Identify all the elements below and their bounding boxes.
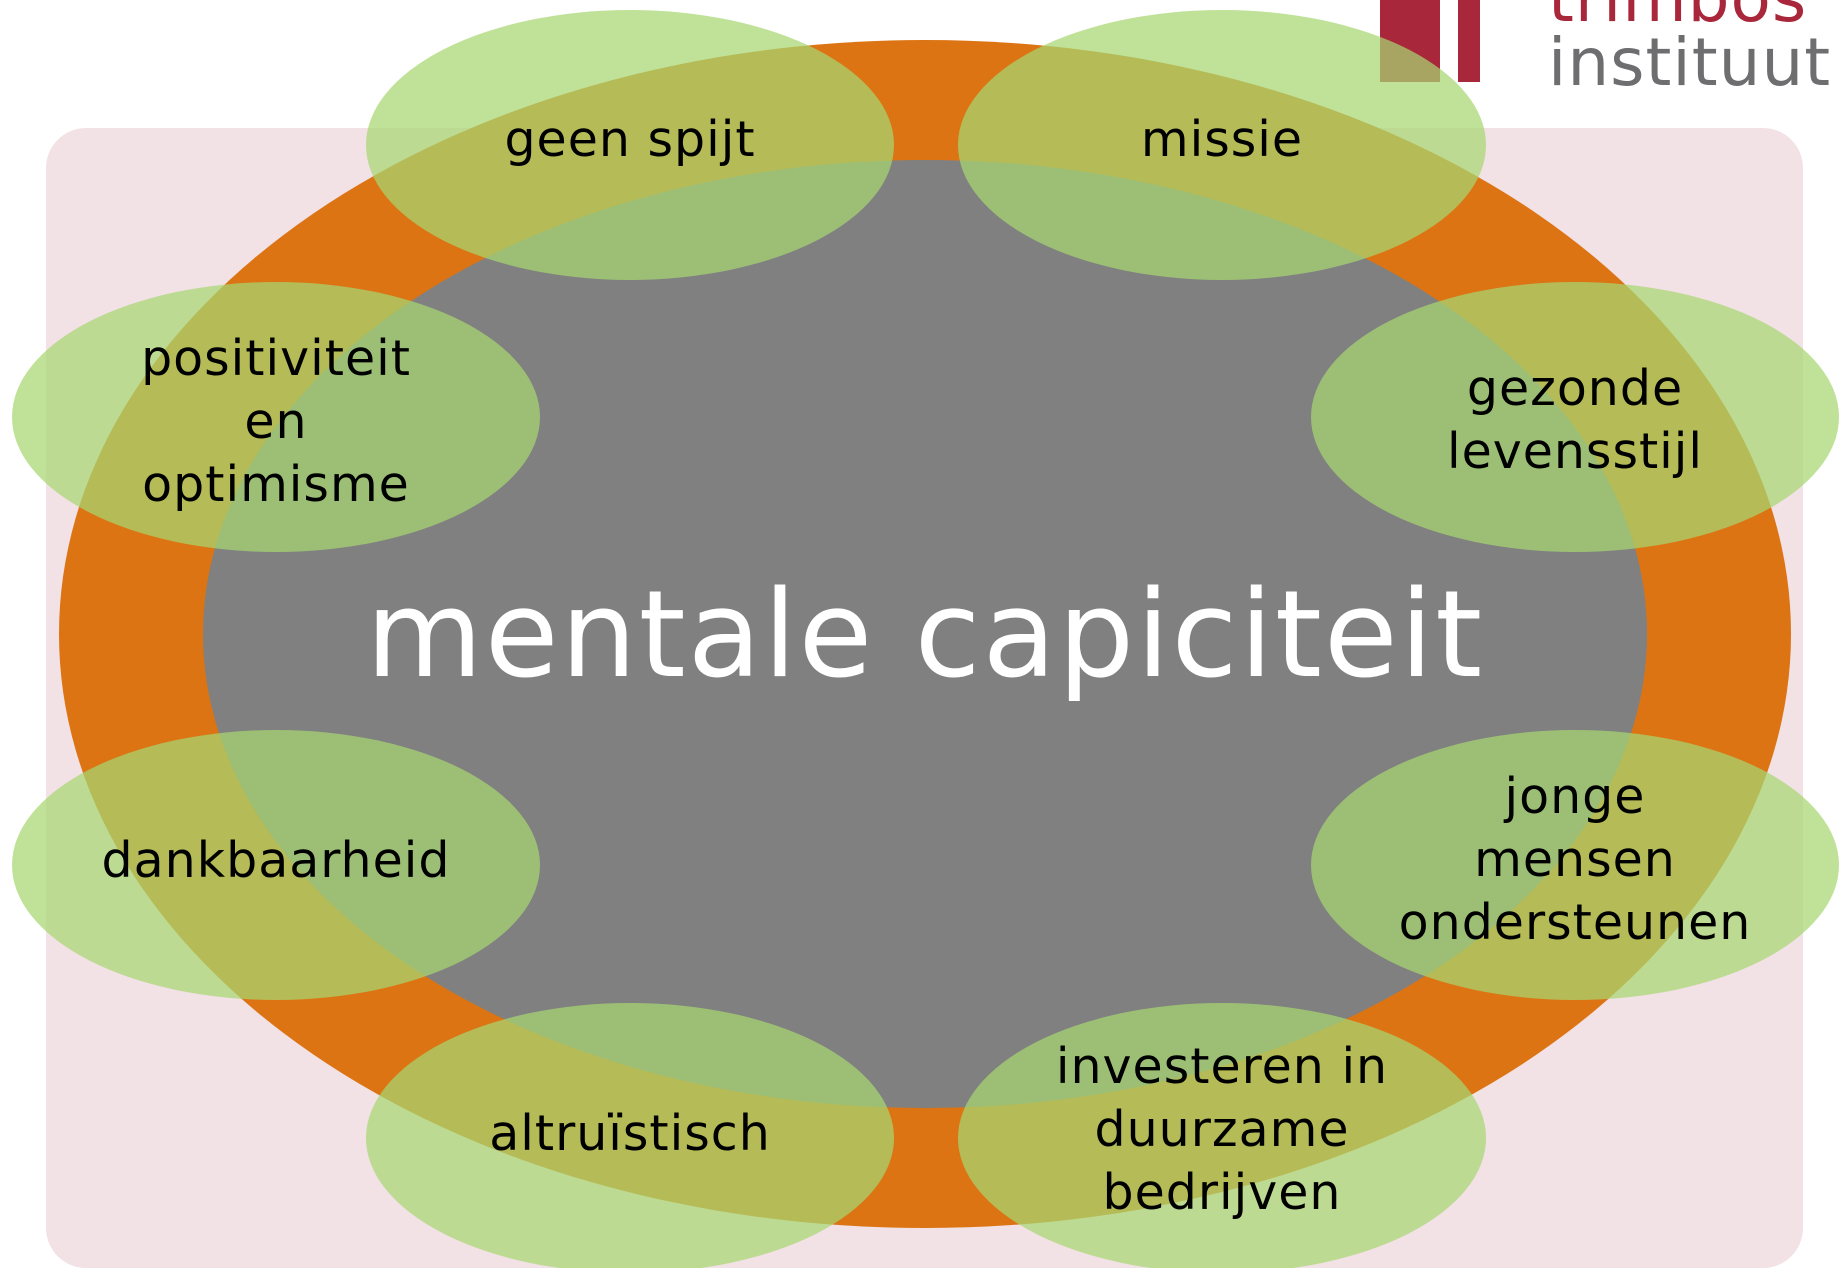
petal-ellipse-missie — [958, 10, 1486, 280]
petal-ellipse-gezonde-levensstijl — [1311, 282, 1839, 552]
petal-ellipse-altruistisch — [366, 1003, 894, 1268]
petal-ellipse-jonge-mensen — [1311, 730, 1839, 1000]
petal-label-positiviteit: positiviteit en optimisme — [141, 329, 411, 513]
petal-label-gezonde-levensstijl: gezonde levensstijl — [1446, 360, 1704, 480]
logo-mark-accent — [1458, 0, 1480, 82]
petal-label-geen-spijt: geen spijt — [504, 110, 756, 168]
petal-ellipse-geen-spijt — [366, 10, 894, 280]
petal-label-altruistisch: altruïstisch — [489, 1104, 771, 1162]
core-ellipse — [203, 160, 1647, 1108]
petal-label-dankbaarheid: dankbaarheid — [101, 831, 451, 889]
center-label: mentale capiciteit — [365, 565, 1485, 705]
petal-ellipse-positiviteit — [12, 282, 540, 552]
petal-ellipse-investeren — [958, 1003, 1486, 1268]
petal-label-missie: missie — [1140, 110, 1304, 168]
logo-text-trimbos: trimbos — [1548, 0, 1807, 32]
logo-text-instituut: instituut — [1548, 24, 1832, 101]
petal-ellipse-dankbaarheid — [12, 730, 540, 1000]
petal-label-investeren: investeren in duurzame bedrijven — [1055, 1037, 1389, 1221]
petal-label-jonge-mensen: jonge mensen ondersteunen — [1398, 767, 1752, 951]
